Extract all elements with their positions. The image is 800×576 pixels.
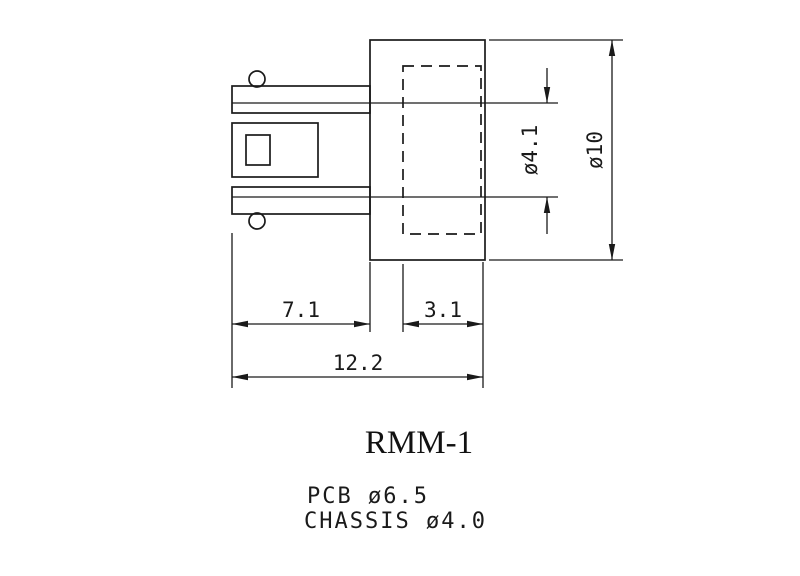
dimension-lines	[232, 40, 616, 381]
dimension-labels: ø4.1 ø10 7.1 3.1 12.2	[282, 125, 607, 375]
latch-window	[245, 134, 271, 166]
part-title: RMM-1	[365, 425, 473, 461]
extension-lines	[231, 39, 623, 388]
dim-label-bore-depth: 3.1	[424, 298, 462, 322]
inner-bore-dashed-outline	[402, 65, 482, 235]
note-pcb: PCB ø6.5	[307, 484, 429, 509]
latch-block	[231, 122, 319, 178]
top-pin	[231, 85, 371, 114]
bottom-pin	[231, 186, 371, 215]
top-pin-bump	[248, 70, 266, 88]
connector-body-outline	[369, 39, 486, 261]
bottom-pin-bump	[248, 212, 266, 230]
dim-label-overall-length: 12.2	[333, 351, 384, 375]
dim-label-pin-length: 7.1	[282, 298, 320, 322]
connector-part	[231, 39, 486, 261]
dim-label-inner-diameter: ø4.1	[518, 125, 542, 176]
dim-label-outer-diameter: ø10	[583, 131, 607, 169]
note-chassis: CHASSIS ø4.0	[304, 509, 487, 534]
